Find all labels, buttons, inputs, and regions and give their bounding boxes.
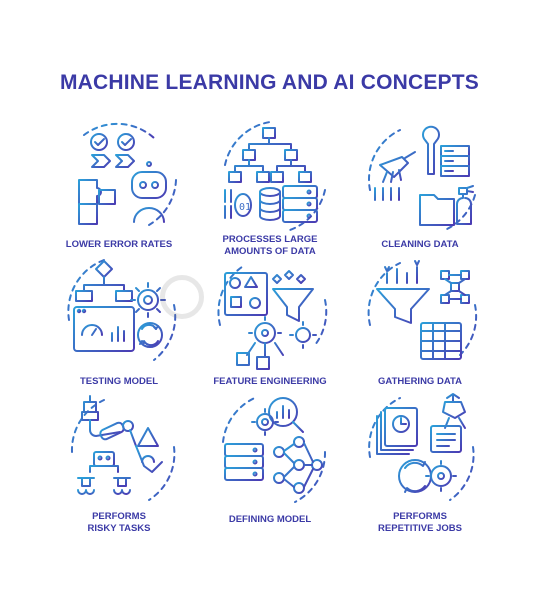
label-gathering-data: GATHERING DATA — [378, 376, 462, 387]
label-cleaning-data: CLEANING DATA — [381, 239, 459, 250]
robot-puzzle-checkmarks-icon — [78, 122, 177, 226]
robotic-arm-warning-icon — [70, 395, 176, 501]
shapes-funnel-gear-icon — [217, 264, 328, 370]
concept-lower-error-rates — [44, 110, 194, 240]
label-lower-error-rates: LOWER ERROR RATES — [65, 239, 173, 250]
concept-gathering-data — [345, 245, 495, 375]
concept-performs-repetitive-jobs — [345, 382, 495, 512]
page-title: MACHINE LEARNING AND AI CONCEPTS — [59, 71, 480, 94]
flowchart-dashboard-gear-icon — [67, 259, 177, 361]
funnel-network-table-icon — [367, 260, 478, 360]
concept-cleaning-data — [345, 110, 495, 240]
label-feature-engineering: FEATURE ENGINEERING — [213, 376, 327, 387]
documents-robot-arm-cycle-icon — [368, 393, 475, 501]
label-defining-model: DEFINING MODEL — [228, 514, 312, 525]
concept-testing-model — [44, 245, 194, 375]
concept-processes-large-data: 01 — [195, 110, 345, 240]
concept-performs-risky-tasks — [44, 382, 194, 512]
label-testing-model: TESTING MODEL — [79, 376, 159, 387]
concept-defining-model — [195, 382, 345, 512]
broom-wrench-server-spray-icon — [368, 125, 476, 231]
svg-text:01: 01 — [239, 202, 251, 213]
concept-feature-engineering — [195, 245, 345, 375]
database-magnifier-network-icon — [222, 396, 327, 503]
hierarchy-database-binary-icon: 01 — [224, 121, 326, 231]
